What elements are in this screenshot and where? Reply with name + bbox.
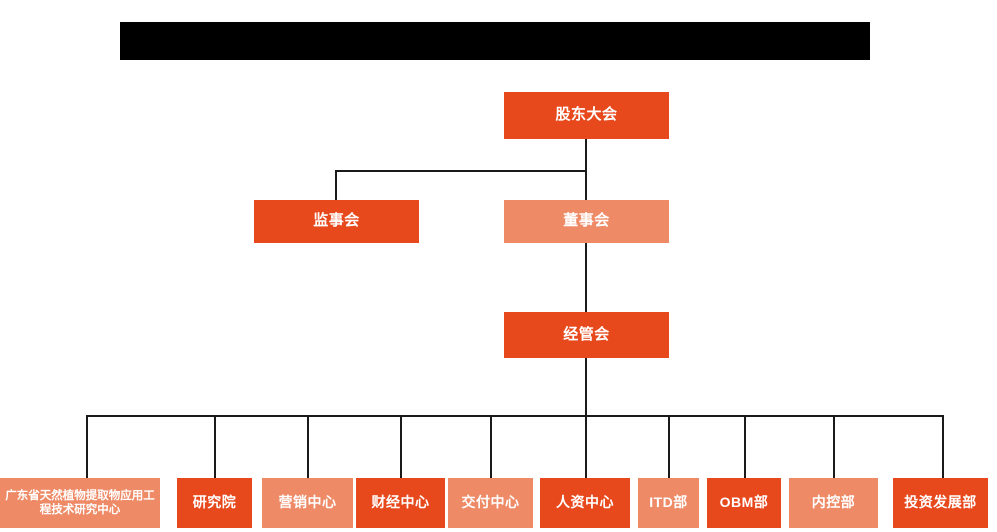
connector-drop-dept-3 — [307, 415, 309, 478]
connector-directors-to-management — [585, 242, 587, 312]
connector-drop-supervisors — [335, 170, 337, 200]
node-board-of-directors[interactable]: 董事会 — [504, 200, 669, 243]
node-dept-internal-control[interactable]: 内控部 — [789, 478, 878, 528]
connector-level2-bus — [335, 170, 587, 172]
node-dept-investment-development[interactable]: 投资发展部 — [893, 478, 988, 528]
node-dept-hr-center[interactable]: 人资中心 — [540, 478, 630, 528]
connector-drop-dept-6 — [585, 415, 587, 478]
node-dept-delivery-center[interactable]: 交付中心 — [448, 478, 533, 528]
connector-management-stem — [585, 358, 587, 416]
redacted-title-bar — [120, 22, 870, 60]
connector-drop-dept-2 — [214, 415, 216, 478]
connector-drop-dept-5 — [490, 415, 492, 478]
connector-drop-dept-1 — [86, 415, 88, 478]
connector-shareholders-stem — [585, 139, 587, 171]
node-dept-guangdong-research-center[interactable]: 广东省天然植物提取物应用工程技术研究中心 — [0, 478, 160, 528]
node-management-committee[interactable]: 经管会 — [504, 312, 669, 358]
connector-drop-dept-4 — [400, 415, 402, 478]
connector-department-bus — [86, 415, 944, 417]
connector-drop-dept-10 — [942, 415, 944, 478]
node-dept-itd[interactable]: ITD部 — [638, 478, 699, 528]
connector-drop-dept-7 — [668, 415, 670, 478]
node-dept-finance-center[interactable]: 财经中心 — [356, 478, 445, 528]
connector-drop-dept-8 — [744, 415, 746, 478]
node-board-of-supervisors[interactable]: 监事会 — [254, 200, 419, 243]
connector-drop-dept-9 — [833, 415, 835, 478]
node-dept-research-institute[interactable]: 研究院 — [177, 478, 252, 528]
node-shareholders-meeting[interactable]: 股东大会 — [504, 92, 669, 139]
node-dept-obm[interactable]: OBM部 — [707, 478, 781, 528]
connector-drop-directors — [585, 170, 587, 200]
node-dept-marketing-center[interactable]: 营销中心 — [262, 478, 353, 528]
